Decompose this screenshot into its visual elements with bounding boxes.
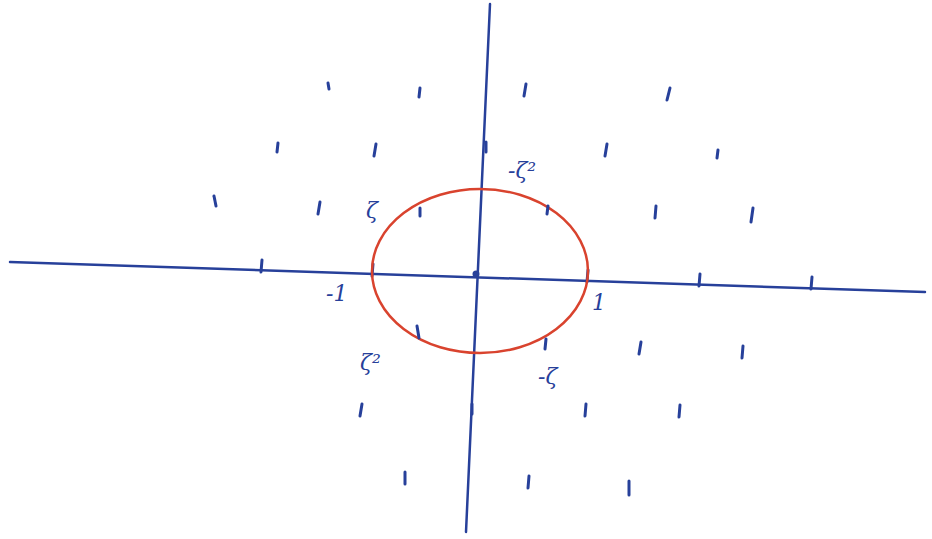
lattice-point [628,481,631,495]
lattice-point [639,342,641,354]
tick [699,274,700,286]
origin-dot [473,271,480,278]
imaginary-axis [466,4,490,532]
point-label: ζ² [360,352,381,374]
lattice-point [328,83,329,89]
tick [261,260,262,272]
lattice-point [360,404,362,416]
lattice-point [751,208,753,222]
point-label: -ζ [538,366,557,388]
lattice-point [679,405,680,417]
lattice-point [605,144,607,156]
lattice-point [742,346,743,358]
unit-circle [372,189,588,353]
axes [10,4,925,532]
point-label: 1 [592,292,606,314]
lattice-points [214,83,753,495]
lattice-point [214,196,216,206]
point-label: ζ [366,200,378,222]
lattice-point [417,326,419,338]
tick [485,142,488,152]
lattice-point [277,143,278,152]
real-axis [10,262,925,292]
lattice-point [404,472,407,484]
tick [811,277,812,289]
lattice-point [717,150,718,158]
lattice-point [374,144,376,156]
lattice-point [419,88,420,97]
lattice-point [667,88,670,100]
tick [471,404,474,414]
lattice-point [545,339,546,349]
lattice-point [419,208,422,216]
lattice-point [528,476,529,488]
point-label: -ζ² [508,160,536,182]
lattice-point [655,206,656,218]
point-label: -1 [326,283,347,305]
lattice-point [524,84,526,96]
axis-ticks [261,142,812,414]
lattice-point [547,206,548,214]
lattice-point [318,202,320,214]
lattice-point [585,404,586,416]
